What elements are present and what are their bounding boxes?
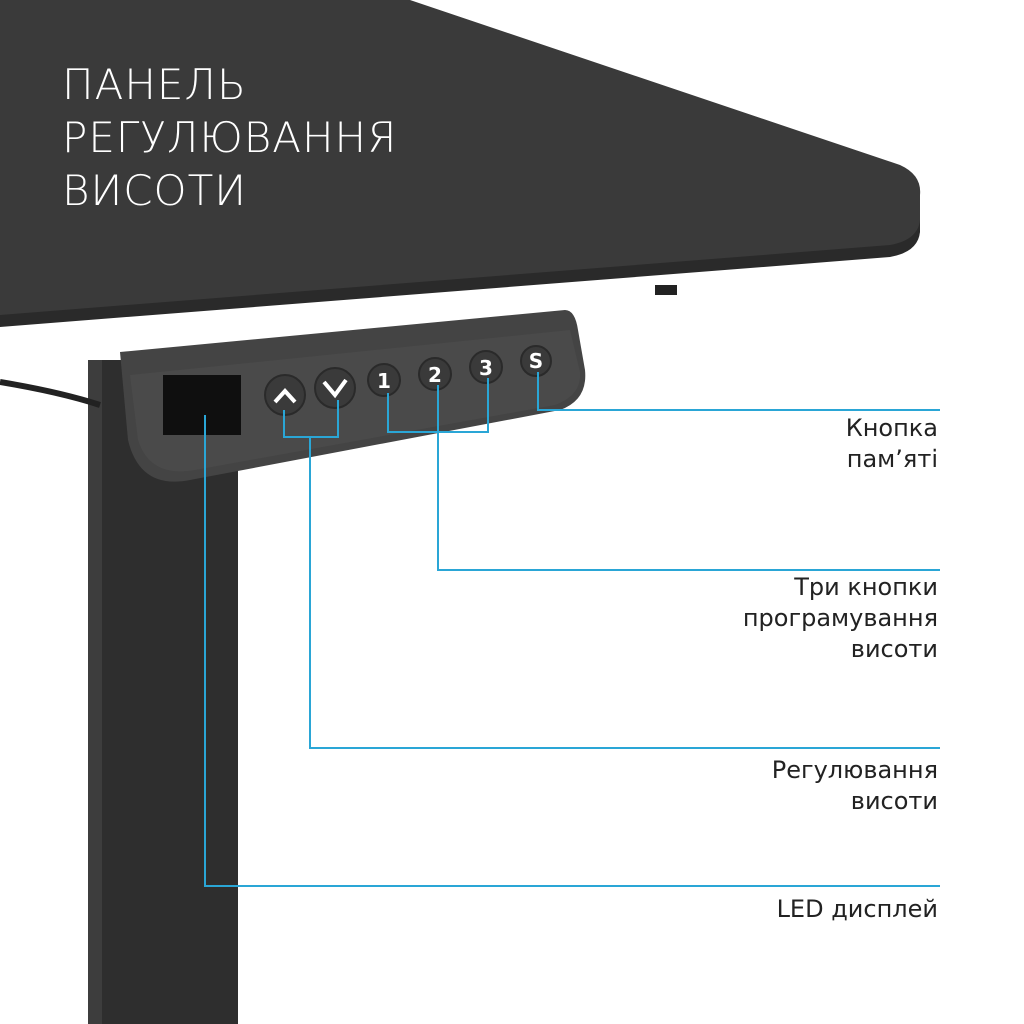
preset-3-label: 3 [479,356,493,380]
presets-callout: Три кнопки програмування висоти [743,572,938,665]
led-line [204,415,940,887]
callout-text: висоти [850,635,938,663]
callout-text: Три кнопки [794,573,938,601]
callout-text: програмування [742,604,938,632]
desk-edge [0,220,920,327]
desk-top [0,0,921,325]
led-callout: LED дисплей [777,894,938,925]
chevron-up-icon [273,388,297,404]
height-line [283,400,940,749]
page-title: ПАНЕЛЬ РЕГУЛЮВАННЯ ВИСОТИ [62,58,397,217]
title-line: РЕГУЛЮВАННЯ [62,113,398,162]
callout-lines [204,372,940,887]
preset-2-label: 2 [428,363,442,387]
presets-line [387,378,940,571]
preset-1-label: 1 [377,369,391,393]
title-line: ПАНЕЛЬ [62,60,247,109]
cable [0,379,101,408]
preset-button-1[interactable]: 1 [367,363,401,397]
memory-label: S [529,349,543,373]
memory-button[interactable]: S [520,345,552,377]
memory-callout: Кнопка пам’яті [846,413,938,475]
callout-text: LED дисплей [776,895,938,923]
led-display [163,375,241,435]
height-callout: Регулювання висоти [772,755,938,817]
preset-button-2[interactable]: 2 [418,357,452,391]
memory-line [537,372,940,411]
preset-button-3[interactable]: 3 [469,350,503,384]
title-line: ВИСОТИ [62,166,247,215]
chevron-down-icon [322,378,348,399]
up-button[interactable] [264,374,306,416]
callout-text: пам’яті [846,445,938,473]
callout-text: Регулювання [771,756,938,784]
callout-text: Кнопка [845,414,938,442]
down-button[interactable] [314,367,356,409]
callout-text: висоти [850,787,938,815]
